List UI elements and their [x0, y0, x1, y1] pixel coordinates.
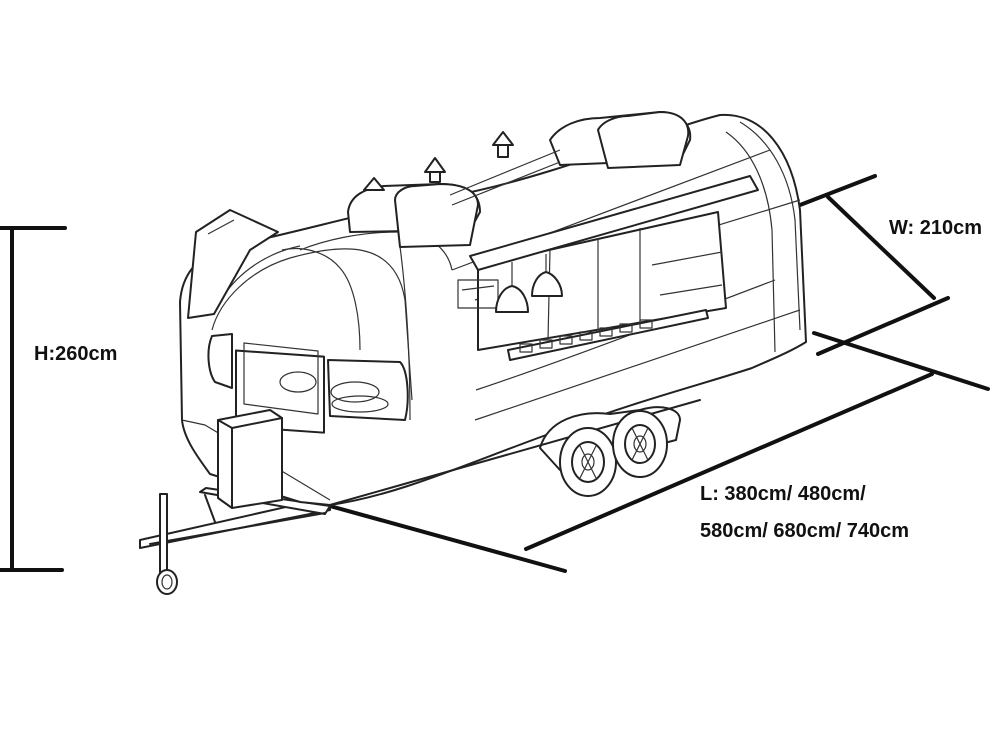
width-dimension-front-tick [816, 296, 950, 356]
width-dimension-line [826, 195, 936, 300]
length-dimension-line [524, 372, 934, 551]
serving-window [457, 175, 759, 361]
length-dimension-front-tick [328, 504, 567, 573]
height-label: H:260cm [34, 343, 117, 365]
width-label: W: 210cm [889, 217, 982, 239]
food-trailer-drawing [139, 111, 807, 595]
height-dimension: H:260cm [0, 226, 117, 572]
generator-box [217, 409, 283, 509]
length-label-line2: 580cm/ 680cm/ 740cm [700, 520, 909, 542]
front-hatch [187, 209, 279, 319]
width-dimension: W: 210cm [798, 174, 982, 356]
wheel-front [559, 427, 617, 497]
length-label-line1: L: 380cm/ 480cm/ [700, 483, 866, 505]
roof-units [347, 111, 692, 248]
wheel-rear [612, 410, 668, 478]
width-dimension-rear-tick [798, 174, 877, 207]
length-dimension: L: 380cm/ 480cm/ 580cm/ 680cm/ 740cm [328, 331, 990, 573]
length-dimension-rear-tick [812, 331, 990, 391]
